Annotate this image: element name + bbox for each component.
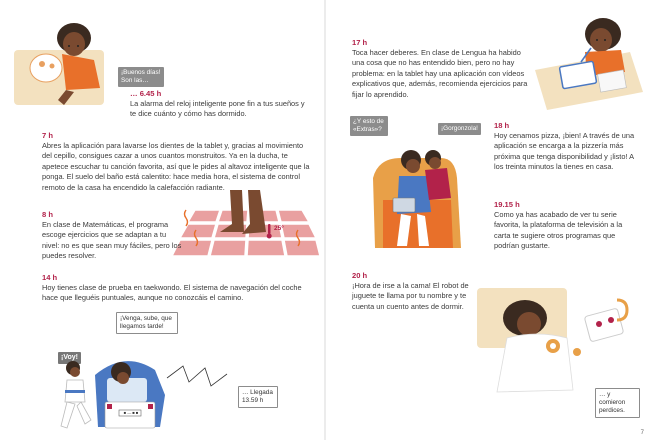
illustration-heated-floor <box>170 190 321 257</box>
illustration-homework <box>535 18 643 110</box>
time-label-14: 14 h <box>42 273 58 282</box>
license-plate: ■ — ■ ■ <box>123 410 139 415</box>
speech-bubble-extras: ¿Y esto de «Extras»? <box>350 116 388 136</box>
time-label-1915: 19.15 h <box>494 200 520 209</box>
speech-bubble-good-morning: ¡Buenos días! Son las… <box>118 67 164 87</box>
illustration-bedtime-robot <box>477 288 629 393</box>
time-label-18: 18 h <box>494 121 510 130</box>
illustration-car-taekwondo <box>60 361 228 429</box>
time-label-0645: … 6.45 h <box>130 89 162 98</box>
speech-bubble-perdices: … y comieron perdices. <box>595 388 640 418</box>
page-number: 7 <box>640 430 644 436</box>
floor-temperature-label: 25° <box>274 225 284 232</box>
right-page: 17 h Toca hacer deberes. En clase de Len… <box>325 0 650 440</box>
time-label-17: 17 h <box>352 38 368 47</box>
paragraph-18: Hoy cenamos pizza, ¡bien! A través de un… <box>494 131 635 172</box>
paragraph-17: Toca hacer deberes. En clase de Lengua h… <box>352 48 528 99</box>
paragraph-1915: Como ya has acabado de ver tu serie favo… <box>494 210 623 251</box>
time-label-20: 20 h <box>352 271 368 280</box>
speech-bubble-arrival: … Llegada 13.59 h <box>238 386 278 408</box>
left-page: ¡Buenos días! Son las… … 6.45 h La alarm… <box>14 23 321 429</box>
speech-bubble-gorgonzola: ¡Gorgonzola! <box>438 123 481 135</box>
paragraph-8: En clase de Matemáticas, el programa esc… <box>42 220 182 261</box>
time-label-7: 7 h <box>42 131 53 140</box>
page-fold <box>324 0 326 440</box>
paragraph-14: Hoy tienes clase de prueba en taekwondo.… <box>42 283 302 303</box>
paragraph-7: Abres la aplicación para lavarse los die… <box>42 141 310 192</box>
paragraph-20: ¡Hora de irse a la cama! El robot de jug… <box>352 281 469 311</box>
paragraph-0645: La alarma del reloj inteligente pone fin… <box>130 99 305 119</box>
illustration-armchair-pizza <box>373 150 461 248</box>
time-label-8: 8 h <box>42 210 53 219</box>
speech-bubble-hurry: ¡Venga, sube, que llegamos tarde! <box>116 312 178 334</box>
illustration-waking-child <box>14 23 104 105</box>
speech-bubble-voy: ¡Voy! <box>58 352 81 364</box>
